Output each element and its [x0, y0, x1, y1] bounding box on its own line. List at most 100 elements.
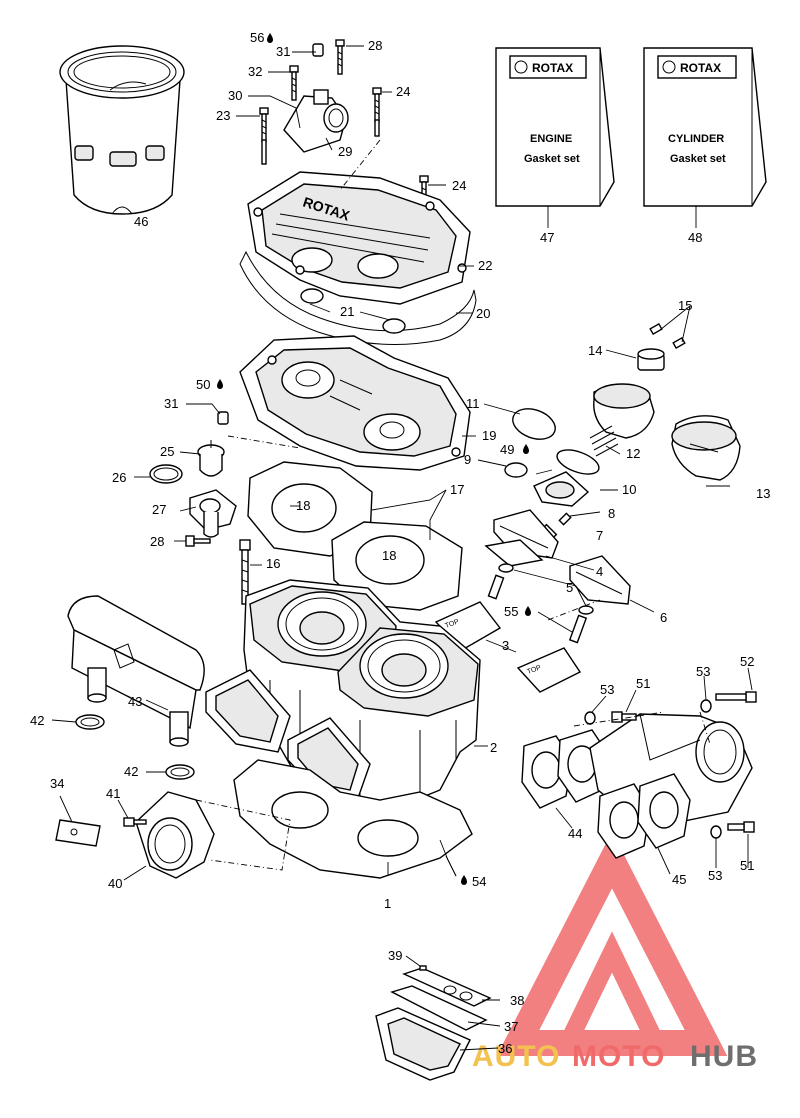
- watermark: AUTO MOTO HUB: [472, 831, 757, 1073]
- valve-cover-upper: [593, 383, 655, 439]
- callout-38: 38: [510, 993, 524, 1008]
- callout-47: 47: [540, 230, 554, 245]
- engine-gasket-set-book: ROTAX ENGINE Gasket set: [495, 47, 615, 207]
- callout-29: 29: [338, 144, 352, 159]
- valve-housing-6: [569, 555, 631, 605]
- diaphragm-10: [556, 449, 600, 475]
- cylinder-head-cover: ROTAX: [247, 171, 471, 305]
- cylinder-block: [243, 579, 481, 807]
- stud-52: [715, 691, 757, 703]
- thermostat: [197, 440, 225, 477]
- callout-53-c: 53: [708, 868, 722, 883]
- engine-book-line1: ENGINE: [530, 133, 572, 145]
- bolt-28-top: [335, 39, 345, 75]
- callout-20: 20: [476, 306, 490, 321]
- callout-52: 52: [740, 654, 754, 669]
- outlet-fitting: [283, 89, 349, 153]
- callout-42-center: 42: [124, 764, 138, 779]
- callout-23: 23: [216, 108, 230, 123]
- callout-24-top: 24: [396, 84, 410, 99]
- o-rings-21: [300, 288, 406, 334]
- gasket-5: [484, 539, 544, 567]
- screw-41: [123, 817, 147, 827]
- svg-text:TOP: TOP: [526, 664, 542, 676]
- callout-51-b: 51: [740, 858, 754, 873]
- long-bolt-16: [239, 539, 251, 605]
- callout-10: 10: [622, 482, 636, 497]
- bushing-4-left: [498, 563, 514, 573]
- callout-39: 39: [388, 948, 402, 963]
- cylinder-sleeve: [59, 45, 185, 215]
- watermark-text-auto: AUTO: [472, 1040, 560, 1073]
- callout-24-mid: 24: [452, 178, 466, 193]
- callout-11: 11: [466, 396, 480, 411]
- callout-49: 49: [500, 442, 514, 457]
- callout-36: 36: [498, 1041, 512, 1056]
- callout-2: 2: [490, 740, 497, 755]
- callout-31: 31: [164, 396, 178, 411]
- screws-15: [649, 322, 686, 350]
- watermark-logo-triangle: [496, 831, 728, 1056]
- o-ring-11: [512, 408, 556, 440]
- callout-55: 55: [504, 604, 518, 619]
- engine-book-line2: Gasket set: [524, 153, 580, 165]
- callout-16: 16: [266, 556, 280, 571]
- exhaust-gasket-45: [597, 773, 691, 859]
- washer-53-b: [700, 699, 712, 713]
- callout-9: 9: [464, 452, 471, 467]
- callout-40: 40: [108, 876, 122, 891]
- spring-12: [589, 425, 619, 457]
- cylinder-book-line2: Gasket set: [670, 153, 726, 165]
- oil-drop-icon-54: [461, 875, 467, 885]
- engine-book-brand: ROTAX: [532, 61, 573, 75]
- callout-50: 50: [196, 377, 210, 392]
- cap-14: [637, 348, 665, 371]
- sealing-ring-26: [149, 464, 183, 484]
- washer-53-c: [710, 825, 722, 839]
- callout-53-b: 53: [696, 664, 710, 679]
- cylinder-gasket-set-book: ROTAX CYLINDER Gasket set: [643, 47, 767, 207]
- screw-51-a: [611, 711, 637, 723]
- callout-13: 13: [756, 486, 770, 501]
- callout-21: 21: [340, 304, 354, 319]
- callout-54: 54: [472, 874, 486, 889]
- watermark-text-moto: MOTO: [572, 1040, 665, 1073]
- oil-drop-icon-56: [267, 33, 273, 43]
- callout-14: 14: [588, 343, 602, 358]
- bolt-28-housing: [185, 535, 211, 547]
- callout-34: 34: [50, 776, 64, 791]
- callout-44: 44: [568, 826, 582, 841]
- callout-28-top: 28: [368, 38, 382, 53]
- callout-6: 6: [660, 610, 667, 625]
- reed-assembly: [375, 965, 492, 1081]
- washer-53-a: [584, 711, 596, 725]
- oil-drop-icon-49: [523, 444, 529, 454]
- bolt-32: [289, 65, 299, 101]
- thermostat-housing: [189, 489, 237, 538]
- callout-18-right: 18: [382, 548, 396, 563]
- oil-drop-icon-55: [525, 606, 531, 616]
- callout-43: 43: [128, 694, 142, 709]
- callout-3: 3: [502, 638, 509, 653]
- callout-42-left: 42: [30, 713, 44, 728]
- callout-7: 7: [596, 528, 603, 543]
- callout-1: 1: [384, 896, 391, 911]
- svg-text:TOP: TOP: [444, 618, 460, 630]
- callout-32: 32: [248, 64, 262, 79]
- callout-56: 56: [250, 30, 264, 45]
- screw-51-b: [727, 821, 755, 833]
- clamp-42-center: [165, 764, 195, 780]
- rave-valve-right: TOP: [516, 614, 588, 693]
- callout-26: 26: [112, 470, 126, 485]
- cylinder-head: [239, 335, 471, 471]
- callout-27: 27: [152, 502, 166, 517]
- stud-31-top: [312, 43, 324, 57]
- o-ring-9: [504, 462, 528, 478]
- valve-cover-13: [671, 415, 741, 481]
- callout-46: 46: [134, 214, 148, 229]
- leader-lines: [51, 45, 753, 1051]
- callout-12: 12: [626, 446, 640, 461]
- callout-48: 48: [688, 230, 702, 245]
- callout-41: 41: [106, 786, 120, 801]
